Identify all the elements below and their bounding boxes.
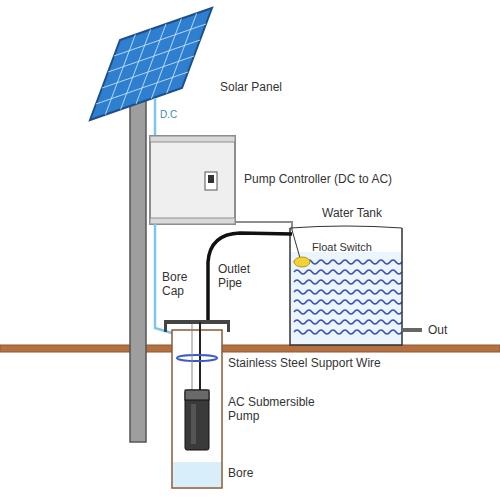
bore-hole: [172, 330, 222, 488]
water-wave: [294, 300, 402, 304]
part-label: Pump Controller (DC to AC): [244, 172, 392, 186]
part-label: Float Switch: [312, 240, 372, 254]
panel-cell-line: [151, 19, 181, 99]
wire-label: D.C: [160, 108, 177, 122]
part-label: Bore Cap: [162, 270, 200, 298]
part-label: Out: [428, 323, 447, 337]
water-wave: [294, 270, 402, 274]
part-label: Bore: [228, 466, 253, 480]
submersible-pump: [185, 390, 209, 450]
float-cord: [292, 230, 300, 258]
bore-cap: [164, 320, 230, 332]
panel-cell-line: [96, 72, 188, 104]
solar-panel: [90, 8, 212, 120]
support-wire: [177, 355, 217, 361]
water-wave: [294, 280, 402, 284]
panel-cell-line: [105, 35, 135, 115]
float-switch: [294, 257, 310, 267]
water-tank: [290, 226, 422, 345]
panel-cell-line: [121, 29, 151, 109]
part-label: Water Tank: [322, 206, 382, 220]
panel-cell-line: [167, 13, 197, 93]
outlet-pipe: [208, 233, 292, 320]
support-wire-line: [192, 324, 193, 390]
panel-cell-line: [114, 24, 206, 56]
part-label: AC Submersible Pump: [228, 395, 328, 423]
part-label: Stainless Steel Support Wire: [228, 356, 381, 370]
water-wave: [294, 310, 402, 314]
pump-controller: [150, 136, 235, 224]
water-wave: [294, 320, 402, 324]
panel-cell-line: [108, 40, 200, 72]
water-wave: [294, 290, 402, 294]
float-cable: [235, 222, 292, 230]
part-label: Solar Panel: [220, 80, 282, 94]
solar-pole: [130, 100, 146, 442]
part-label: Outlet Pipe: [218, 262, 272, 290]
panel-cell-line: [136, 24, 166, 104]
panel-cell-line: [102, 56, 194, 88]
ground-band: [0, 345, 500, 352]
dc-wire: [154, 98, 157, 136]
water-wave: [294, 330, 402, 334]
